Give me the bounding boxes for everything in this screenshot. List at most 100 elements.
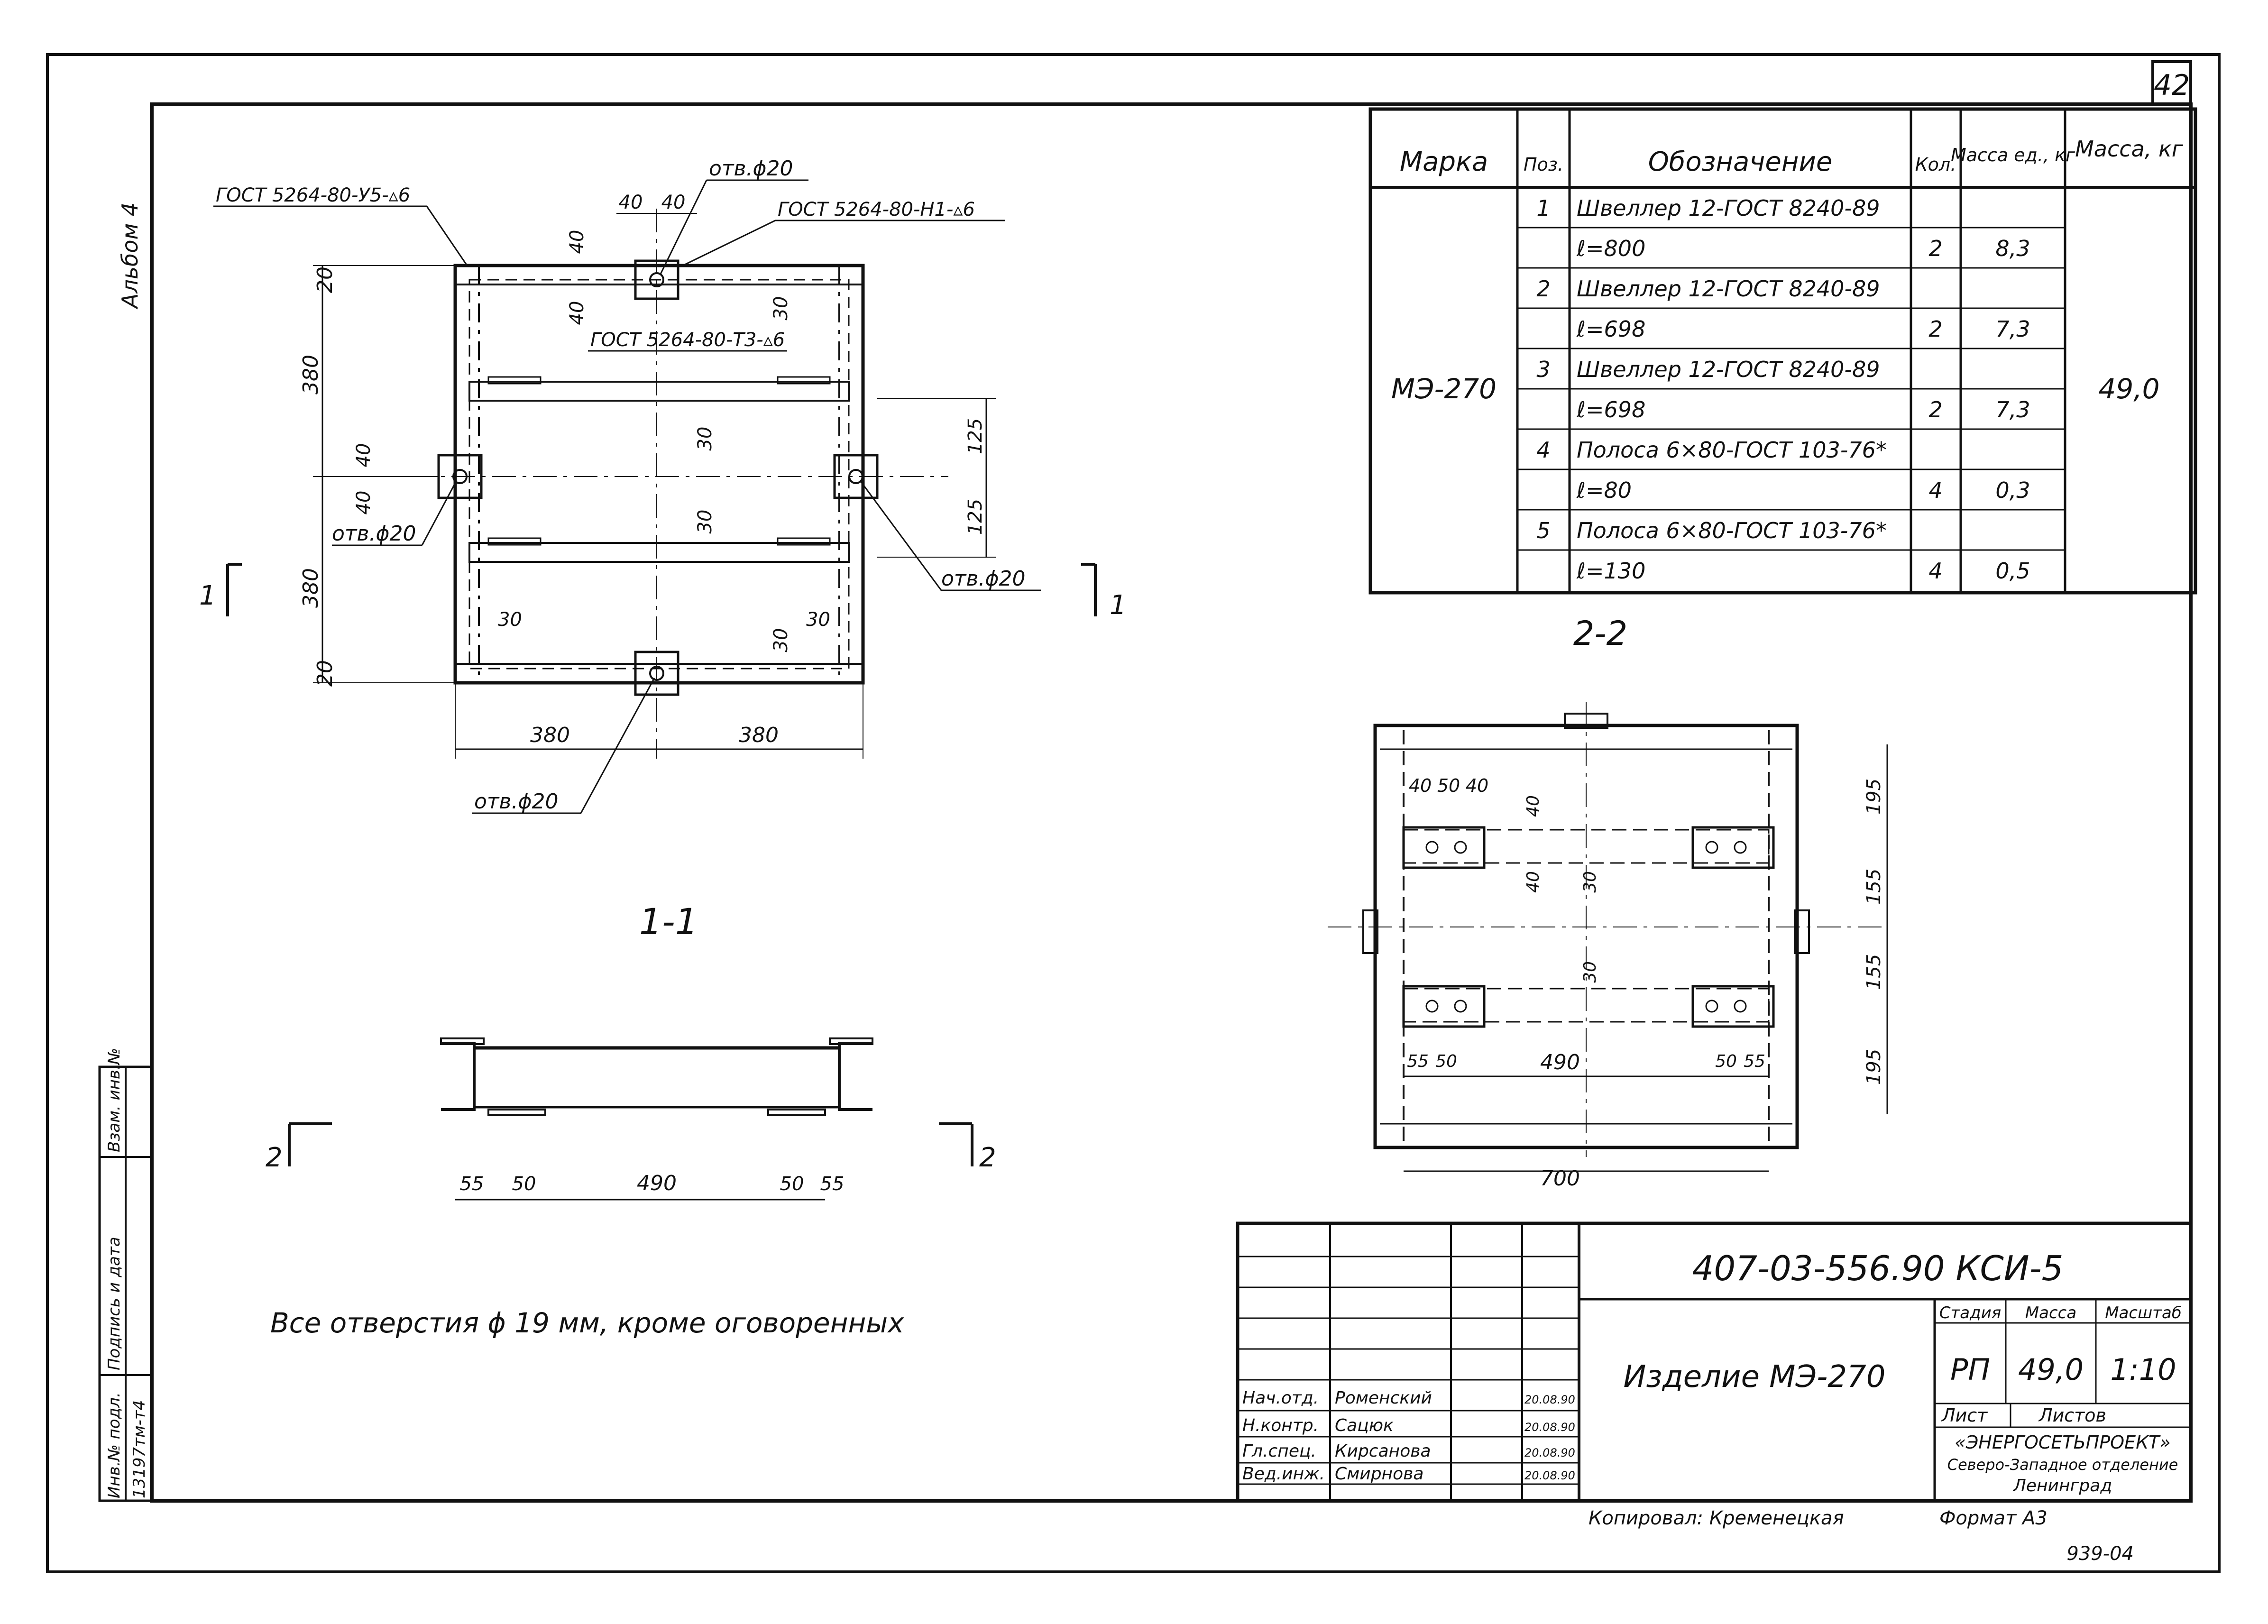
svg-text:0,5: 0,5 xyxy=(1995,558,2030,584)
outer-border xyxy=(46,53,2221,1573)
sheet-number: 42 xyxy=(2154,69,2190,102)
spec-row: 3 Швеллер 12-ГОСТ 8240-89 xyxy=(1536,357,1880,382)
s22-dim-40-v1: 40 xyxy=(1524,795,1543,817)
svg-text:2: 2 xyxy=(1536,276,1550,302)
dim-40-t3: 40 xyxy=(566,230,588,254)
item-name: Изделие МЭ-270 xyxy=(1624,1359,1886,1395)
mass-value: 49,0 xyxy=(2018,1352,2084,1387)
s22-dim-40: 40 xyxy=(1409,775,1432,796)
spec-row: 4 Полоса 6×80-ГОСТ 103-76* xyxy=(1536,437,1887,463)
section-mark-left: 1 xyxy=(199,580,216,611)
s22-dim-55-a: 55 xyxy=(1407,1052,1429,1071)
spec-header-mass: Масса, кг xyxy=(2075,136,2184,162)
svg-text:2: 2 xyxy=(1928,397,1942,422)
dim-40-b: 40 xyxy=(353,491,375,515)
s22-dim-50-b: 50 xyxy=(1715,1052,1737,1071)
staff-row: Н.контр. Сацюк 20.08.90 xyxy=(1242,1416,1575,1435)
s22-dim-195-b: 195 xyxy=(1863,1049,1885,1085)
org-line-3: Ленинград xyxy=(2012,1476,2112,1496)
hole-label-right: отв.ϕ20 xyxy=(941,567,1025,591)
dim-30-f: 30 xyxy=(806,609,830,631)
dim-380-h2: 380 xyxy=(739,723,779,747)
hole-label-left: отв.ϕ20 xyxy=(332,522,416,546)
spec-mark: МЭ-270 xyxy=(1391,373,1497,405)
dim-30-d: 30 xyxy=(770,628,792,652)
svg-text:20.08.90: 20.08.90 xyxy=(1524,1446,1575,1459)
s22-dim-40b: 40 xyxy=(1466,775,1488,796)
svg-text:8,3: 8,3 xyxy=(1995,236,2030,261)
svg-text:20.08.90: 20.08.90 xyxy=(1524,1393,1575,1406)
dim-30-e: 30 xyxy=(498,609,522,631)
inv-label: Инв.№ подл. xyxy=(105,1392,124,1498)
s22-dim-155-b: 155 xyxy=(1863,954,1885,990)
svg-text:Швеллер 12-ГОСТ 8240-89: Швеллер 12-ГОСТ 8240-89 xyxy=(1577,195,1880,221)
staff-row: Вед.инж. Смирнова 20.08.90 xyxy=(1242,1464,1575,1484)
weld-label-mid: ГОСТ 5264-80-Т3-▵6 xyxy=(590,329,785,351)
svg-text:Полоса 6×80-ГОСТ 103-76*: Полоса 6×80-ГОСТ 103-76* xyxy=(1577,437,1887,463)
spec-row: ℓ=130 4 0,5 xyxy=(1576,558,2030,584)
dim-40-t2: 40 xyxy=(661,192,686,213)
dim-380-v2: 380 xyxy=(299,568,323,608)
dim-40-t4: 40 xyxy=(566,301,588,325)
hole-label-bottom: отв.ϕ20 xyxy=(474,789,558,814)
dim-125-b: 125 xyxy=(964,499,986,535)
svg-text:2: 2 xyxy=(1928,316,1942,342)
stage-label: Стадия xyxy=(1939,1303,2001,1322)
s22-dim-195-a: 195 xyxy=(1863,779,1885,815)
dim-40-a: 40 xyxy=(353,443,375,468)
svg-text:4: 4 xyxy=(1928,477,1942,503)
s22-dim-30-b: 30 xyxy=(1580,961,1600,983)
svg-text:0,3: 0,3 xyxy=(1995,477,2030,503)
spec-row: ℓ=698 2 7,3 xyxy=(1576,397,2030,422)
svg-text:Вед.инж.: Вед.инж. xyxy=(1242,1464,1325,1484)
dim-30-b: 30 xyxy=(694,427,716,451)
s22-dim-700: 700 xyxy=(1540,1166,1580,1191)
plate-4-bottom xyxy=(634,651,679,696)
spec-table: Марка Поз. Обозначение Кол. Масса ед., к… xyxy=(1368,107,2197,595)
spec-row: 5 Полоса 6×80-ГОСТ 103-76* xyxy=(1536,518,1887,543)
spec-header-designation: Обозначение xyxy=(1648,147,1833,177)
s22-dim-155-a: 155 xyxy=(1863,869,1885,905)
general-note: Все отверстия ϕ 19 мм, кроме оговоренных xyxy=(270,1307,904,1339)
s11-dim-55-b: 55 xyxy=(820,1173,845,1195)
spec-row: ℓ=80 4 0,3 xyxy=(1576,477,2030,503)
svg-text:4: 4 xyxy=(1928,558,1942,584)
side-stamp: Инв.№ подл. Подпись и дата Взам. инв.№ 1… xyxy=(98,1048,153,1502)
stage-value: РП xyxy=(1950,1352,1990,1387)
dim-125-a: 125 xyxy=(964,418,986,454)
s11-dim-50-a: 50 xyxy=(512,1173,536,1195)
svg-text:ℓ=698: ℓ=698 xyxy=(1576,316,1645,342)
s22-dim-50: 50 xyxy=(1437,775,1460,796)
s22-dim-40-v2: 40 xyxy=(1524,871,1543,893)
section-2-2-title: 2-2 xyxy=(1573,614,1627,653)
sheet-label: Лист xyxy=(1941,1405,1988,1426)
section-1-1: 1-1 55 50 490 50 55 2 2 xyxy=(266,900,996,1201)
svg-text:3: 3 xyxy=(1536,357,1550,382)
svg-text:1: 1 xyxy=(1536,195,1550,221)
svg-text:2: 2 xyxy=(1928,236,1942,261)
spec-row: 2 Швеллер 12-ГОСТ 8240-89 xyxy=(1536,276,1880,302)
weld-label-top-left: ГОСТ 5264-80-У5-▵6 xyxy=(216,184,410,206)
svg-text:Швеллер 12-ГОСТ 8240-89: Швеллер 12-ГОСТ 8240-89 xyxy=(1577,357,1880,382)
spec-header-pos: Поз. xyxy=(1524,154,1563,175)
dim-30-c: 30 xyxy=(694,510,716,534)
sheet-number-box xyxy=(2151,60,2192,106)
s11-dim-55-a: 55 xyxy=(460,1173,484,1195)
spec-header-qty: Кол. xyxy=(1915,154,1956,175)
doc-code: 407-03-556.90 КСИ-5 xyxy=(1692,1248,2064,1288)
weld-label-top-right: ГОСТ 5264-80-Н1-▵6 xyxy=(778,199,975,220)
s11-dim-50-b: 50 xyxy=(780,1173,804,1195)
staff-row: Гл.спец. Кирсанова 20.08.90 xyxy=(1242,1441,1575,1461)
replace-label: Взам. инв.№ xyxy=(105,1048,124,1152)
s22-dim-490: 490 xyxy=(1540,1050,1580,1074)
plan-channel-3-top xyxy=(468,381,850,402)
section-mark-right: 1 xyxy=(1110,590,1127,621)
cut-mark-left: 2 xyxy=(266,1142,283,1173)
s22-dim-55-b: 55 xyxy=(1744,1052,1765,1071)
inner-frame xyxy=(150,102,2193,1503)
plan-inner-hidden xyxy=(468,279,850,670)
dim-20-top: 20 xyxy=(313,266,337,293)
svg-text:Смирнова: Смирнова xyxy=(1335,1464,1423,1484)
s22-dim-50-a: 50 xyxy=(1435,1052,1457,1071)
scale-label: Масштаб xyxy=(2105,1303,2182,1322)
